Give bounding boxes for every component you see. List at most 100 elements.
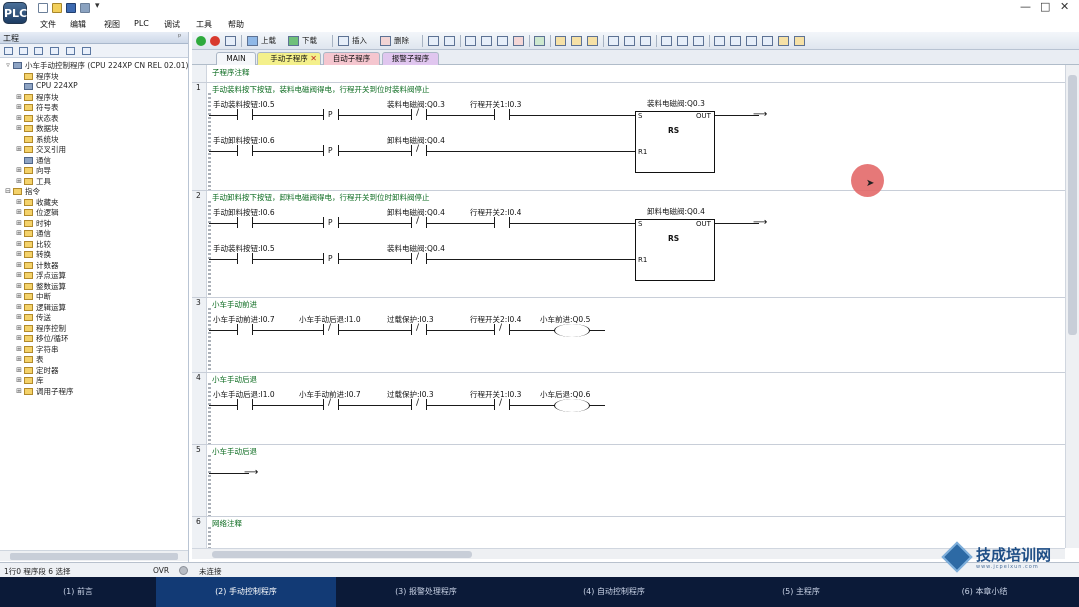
tool-icon[interactable] xyxy=(746,36,757,46)
quick-access-more-icon[interactable]: ▾ xyxy=(95,1,100,11)
editor-hscroll-thumb[interactable] xyxy=(212,551,472,558)
contact[interactable]: P xyxy=(323,253,339,265)
network-comment[interactable]: 小车手动前进 xyxy=(212,300,257,309)
menu-file[interactable]: 文件 xyxy=(40,20,56,29)
lock-icon[interactable] xyxy=(794,36,805,46)
expand-icon[interactable]: ⊞ xyxy=(16,239,22,248)
expand-icon[interactable]: ⊞ xyxy=(16,197,22,206)
menu-tools[interactable]: 工具 xyxy=(196,20,212,29)
menu-view[interactable]: 视图 xyxy=(104,20,120,29)
tab-manual[interactable]: 手动子程序 ✕ xyxy=(257,52,321,65)
monitor-icon[interactable] xyxy=(428,36,439,46)
expand-icon[interactable]: ⊞ xyxy=(16,124,22,132)
upload-arrow-icon[interactable] xyxy=(247,36,258,46)
network-comment[interactable]: 小车手动后退 xyxy=(212,447,257,456)
status-chart-icon[interactable] xyxy=(444,36,455,46)
expand-icon[interactable]: ⊞ xyxy=(16,218,22,227)
project-tool-icon[interactable] xyxy=(50,47,59,55)
expand-icon[interactable]: ⊞ xyxy=(16,323,22,332)
chapter-item[interactable]: (6) 本章小结 xyxy=(961,587,1008,596)
tab-auto[interactable]: 自动子程序 xyxy=(323,52,380,65)
contact[interactable] xyxy=(494,217,510,229)
expand-icon[interactable]: ⊞ xyxy=(16,92,22,101)
upload-button[interactable]: 上载 xyxy=(261,36,276,45)
expand-icon[interactable]: ⊞ xyxy=(16,292,22,300)
bookmark-icon[interactable] xyxy=(587,36,598,46)
expand-icon[interactable]: ⊞ xyxy=(16,166,22,174)
menu-plc[interactable]: PLC xyxy=(134,19,149,28)
chapter-item[interactable]: (1) 前言 xyxy=(63,587,93,596)
menu-edit[interactable]: 编辑 xyxy=(70,20,86,29)
editor-vscroll-thumb[interactable] xyxy=(1068,75,1077,335)
tool-icon[interactable] xyxy=(513,36,524,46)
project-tool-icon[interactable] xyxy=(66,47,75,55)
network-comment[interactable]: 网络注释 xyxy=(212,519,242,528)
expand-icon[interactable]: ⊞ xyxy=(16,208,22,216)
expand-icon[interactable]: ⊞ xyxy=(16,344,22,353)
output-coil[interactable] xyxy=(554,324,590,337)
box-icon[interactable] xyxy=(693,36,704,46)
bookmark-icon[interactable] xyxy=(571,36,582,46)
expand-icon[interactable]: ▿ xyxy=(6,61,10,69)
bookmark-icon[interactable] xyxy=(555,36,566,46)
chapter-item[interactable]: (5) 主程序 xyxy=(782,587,820,596)
tool-icon[interactable] xyxy=(762,36,773,46)
contact[interactable]: P xyxy=(323,217,339,229)
contact[interactable]: / xyxy=(411,108,427,121)
contact-icon[interactable] xyxy=(661,36,672,46)
menu-debug[interactable]: 调试 xyxy=(164,20,180,29)
program-comment[interactable]: 子程序注释 xyxy=(212,68,250,77)
expand-icon[interactable]: ⊞ xyxy=(16,250,22,258)
delete-button[interactable]: 删除 xyxy=(394,36,409,45)
coil-icon[interactable] xyxy=(677,36,688,46)
app-logo[interactable]: PLC xyxy=(3,2,27,24)
contact[interactable] xyxy=(237,145,253,157)
print-icon[interactable] xyxy=(80,3,90,13)
project-tool-icon[interactable] xyxy=(82,47,91,55)
tab-alarm[interactable]: 报警子程序 xyxy=(382,52,439,65)
line-icon[interactable] xyxy=(608,36,619,46)
expand-icon[interactable]: ⊞ xyxy=(16,376,22,384)
contact[interactable] xyxy=(494,109,510,121)
network-comment[interactable]: 小车手动后退 xyxy=(212,375,257,384)
contact[interactable] xyxy=(237,324,253,336)
contact[interactable] xyxy=(237,253,253,265)
expand-icon[interactable]: ⊟ xyxy=(5,187,11,195)
contact[interactable]: / xyxy=(411,144,427,157)
expand-icon[interactable]: ⊞ xyxy=(16,103,22,111)
contact[interactable] xyxy=(237,399,253,411)
download-button[interactable]: 下载 xyxy=(302,36,317,45)
insert-button[interactable]: 插入 xyxy=(352,36,367,45)
contact[interactable]: / xyxy=(411,398,427,411)
chapter-item[interactable]: (4) 自动控制程序 xyxy=(583,587,645,596)
project-hscroll-thumb[interactable] xyxy=(10,553,178,560)
editor-vscrollbar[interactable] xyxy=(1065,65,1079,548)
project-hscrollbar[interactable] xyxy=(0,550,188,561)
contact[interactable]: / xyxy=(411,216,427,229)
tool-icon[interactable] xyxy=(481,36,492,46)
expand-icon[interactable]: ⊞ xyxy=(16,281,22,290)
contact[interactable] xyxy=(237,217,253,229)
delete-icon[interactable] xyxy=(380,36,391,46)
maximize-button[interactable]: □ xyxy=(1040,0,1051,13)
chapter-item[interactable]: (2) 手动控制程序 xyxy=(156,577,336,607)
pin-icon[interactable]: ᵖ xyxy=(178,32,182,41)
contact[interactable]: / xyxy=(494,398,510,411)
chapter-item[interactable]: (3) 报警处理程序 xyxy=(395,587,457,596)
expand-icon[interactable]: ⊞ xyxy=(16,355,22,363)
expand-icon[interactable]: ⊞ xyxy=(16,302,22,311)
expand-icon[interactable]: ⊞ xyxy=(16,260,22,269)
expand-icon[interactable]: ⊞ xyxy=(16,271,22,279)
line-icon[interactable] xyxy=(640,36,651,46)
network-comment[interactable]: 手动装料按下按钮，装料电磁阀得电，行程开关到位时装料阀停止 xyxy=(212,85,430,94)
contact[interactable]: / xyxy=(411,252,427,265)
tab-main[interactable]: MAIN xyxy=(216,52,256,65)
expand-icon[interactable]: ⊞ xyxy=(16,176,22,185)
